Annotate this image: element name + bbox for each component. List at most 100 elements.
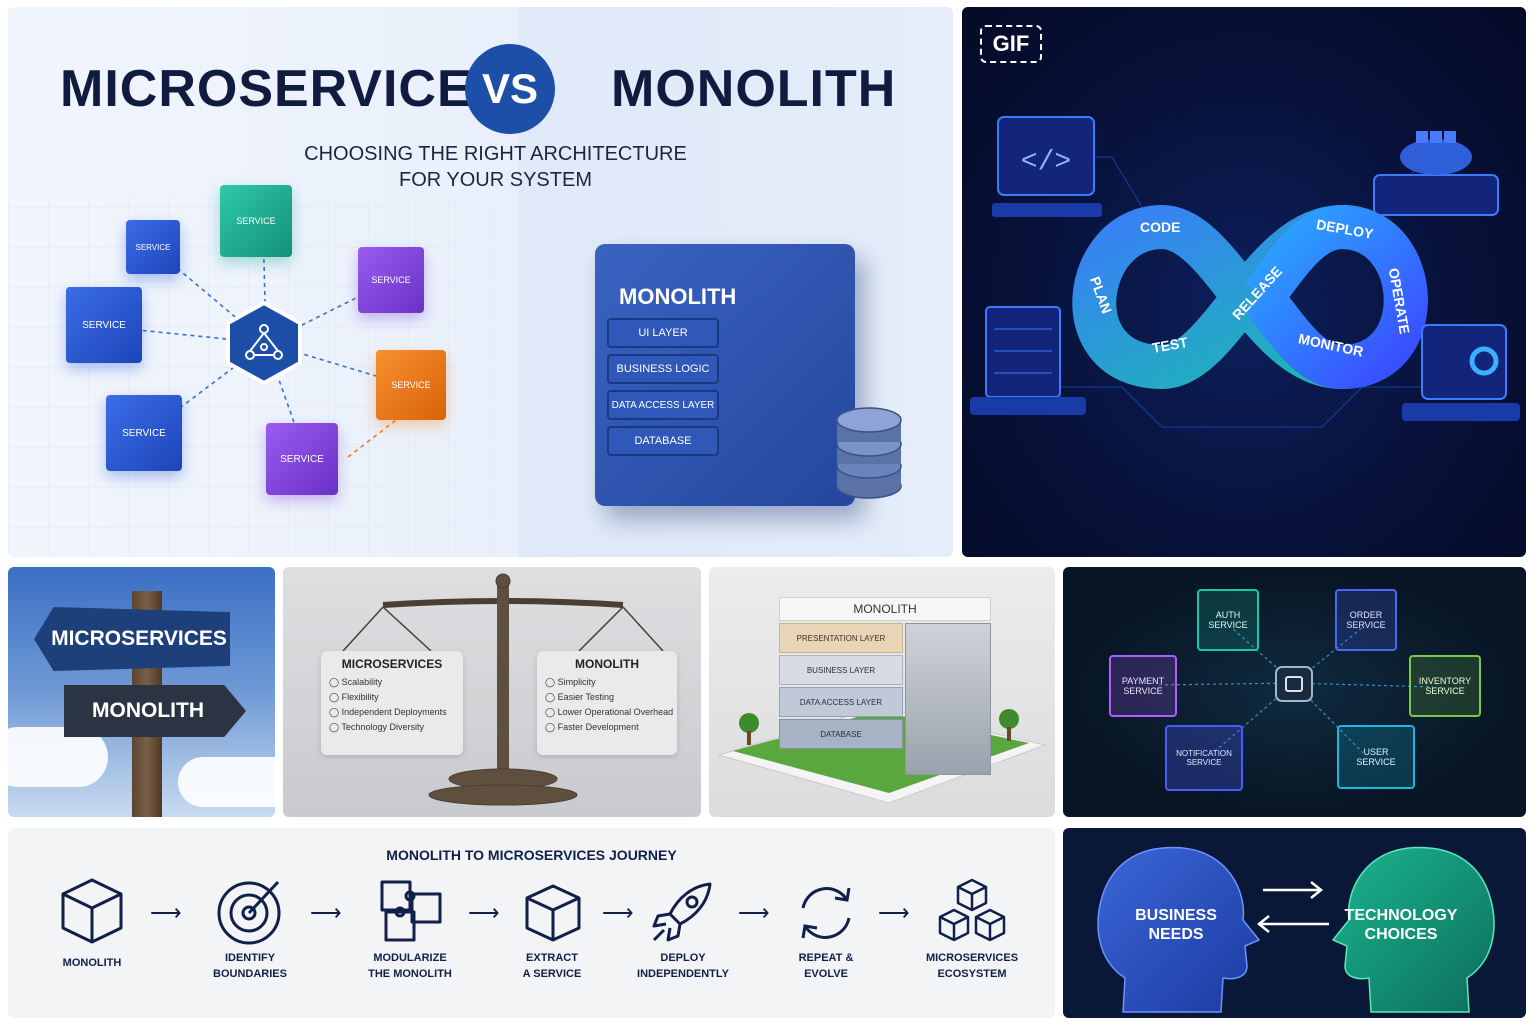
monolith-layer: BUSINESS LOGIC [607,354,719,384]
service-cube: SERVICE [376,350,446,420]
central-gateway-hexagon [222,301,306,385]
service-node-user: USER SERVICE [1337,725,1415,789]
service-node-payment: PAYMENT SERVICE [1109,655,1177,717]
service-cube: SERVICE [106,395,182,471]
building-layer-label: BUSINESS LAYER [806,665,876,675]
service-cube-label: SERVICE [280,453,324,465]
service-node-label: SERVICE [1356,757,1396,767]
journey-step-label: ECOSYSTEM [937,968,1007,980]
arrow-right-icon: ⟶ [468,900,500,925]
gif-badge[interactable]: GIF [980,25,1042,63]
gif-badge-label: GIF [992,31,1030,56]
microservices-pan: MICROSERVICES ◯ Scalability ◯ Flexibilit… [321,651,463,755]
devops-stage-code: CODE [1140,219,1181,235]
tech-icon: ◯ [329,722,340,732]
monolith-layer-label: UI LAYER [638,327,688,339]
journey-step-label: MONOLITH [62,957,122,969]
building-layer-label: DATA ACCESS LAYER [799,697,883,707]
hero-subtitle-line1: CHOOSING THE RIGHT ARCHITECTURE [304,143,687,165]
building-layer: PRESENTATION LAYER [779,623,903,653]
service-cube-label: SERVICE [122,427,166,439]
arrow-right-icon: ⟶ [150,900,182,925]
microservices-pan-title: MICROSERVICES [341,657,443,671]
arrow-right-icon: ⟶ [878,900,910,925]
service-node-auth: AUTH SERVICE [1197,589,1259,651]
service-node-label: USER [1363,747,1389,757]
gear-icon: ◯ [329,692,340,702]
hero-right-title: MONOLITH [611,60,897,118]
business-needs-line2: NEEDS [1148,926,1204,943]
monolith-layer: UI LAYER [607,318,719,348]
monolith-layer-label: DATA ACCESS LAYER [611,399,715,411]
service-cube: SERVICE [126,220,180,274]
service-node-label: ORDER [1349,610,1383,620]
server-rack-icon [970,306,1086,415]
service-cube: SERVICE [266,423,338,495]
monolith-sign-label: MONOLITH [92,699,204,722]
building-layer: DATABASE [779,719,903,749]
vs-label: VS [481,65,539,112]
docker-server-icon [1373,131,1499,216]
balance-scale-art [342,573,664,806]
journey-step-label: MODULARIZE [373,952,447,964]
building-layer: BUSINESS LAYER [779,655,903,685]
service-mesh-panel: AUTH SERVICE ORDER SERVICE PAYMENT SERVI… [1063,567,1526,817]
service-node-label: SERVICE [1346,620,1386,630]
building-layer: DATA ACCESS LAYER [779,687,903,717]
code-monitor-icon: </> [992,116,1102,217]
building-title: MONOLITH [853,602,917,616]
service-cube: SERVICE [220,185,292,257]
monolith-layer: DATABASE [607,426,719,456]
cubes-icon [938,878,1006,942]
testing-icon: ◯ [545,692,556,702]
pro-item: ◯ Simplicity [545,677,596,687]
cloud [8,727,108,787]
monolith-pan-title: MONOLITH [575,657,639,671]
technology-choices-line2: CHOICES [1364,926,1438,943]
service-cube-label: SERVICE [135,242,171,252]
service-node-label: INVENTORY [1418,676,1472,686]
cube-icon [61,878,123,944]
service-cube-label: SERVICE [236,216,276,226]
puzzle-icon [380,880,442,942]
service-cube: SERVICE [66,287,142,363]
deploy-icon: ◯ [329,707,340,717]
pro-item: ◯ Independent Deployments [329,707,447,717]
speed-icon: ◯ [545,722,556,732]
arrow-right-icon: ⟶ [602,900,634,925]
simplicity-icon: ◯ [545,677,556,687]
technology-choices-line1: TECHNOLOGY [1344,907,1458,924]
scale-panel: MICROSERVICES ◯ Scalability ◯ Flexibilit… [283,567,701,817]
journey-step-label: INDEPENDENTLY [637,968,729,980]
hero-left-title: MICROSERVICES [60,60,509,118]
service-cube-label: SERVICE [371,275,411,285]
service-node-label: SERVICE [1186,758,1222,767]
service-node-label: AUTH [1215,610,1241,620]
journey-step-label: DEPLOY [660,952,706,964]
arrow-right-icon: ⟶ [310,900,342,925]
service-node-notification: NOTIFICATION SERVICE [1165,725,1243,791]
service-node-inventory: INVENTORY SERVICE [1409,655,1481,717]
signpost-panel: MICROSERVICES MONOLITH [8,567,275,817]
pro-item: ◯ Flexibility [329,692,379,702]
building-layer-label: PRESENTATION LAYER [796,633,886,643]
journey-step-label: BOUNDARIES [213,968,287,980]
journey-step-label: REPEAT & [798,952,854,964]
hero-subtitle-line2: FOR YOUR SYSTEM [399,169,592,191]
monolith-sign: MONOLITH [64,685,246,737]
rocket-icon [652,882,712,942]
pro-item: ◯ Scalability [329,677,383,687]
service-node-label: SERVICE [1208,620,1248,630]
building-side [905,623,991,775]
overhead-icon: ◯ [545,707,556,717]
journey-title: MONOLITH TO MICROSERVICES JOURNEY [386,847,677,863]
vs-badge: VS [465,44,555,134]
monolith-block-title: MONOLITH [619,284,737,309]
svg-text:</>: </> [1021,147,1071,178]
journey-step-label: EVOLVE [804,968,848,980]
building-layer-label: DATABASE [820,729,862,739]
service-cube-label: SERVICE [82,319,126,331]
building-top: MONOLITH [779,597,991,621]
devops-infinity-loop: </> [970,116,1520,428]
journey-step-label: MICROSERVICES [925,952,1019,964]
